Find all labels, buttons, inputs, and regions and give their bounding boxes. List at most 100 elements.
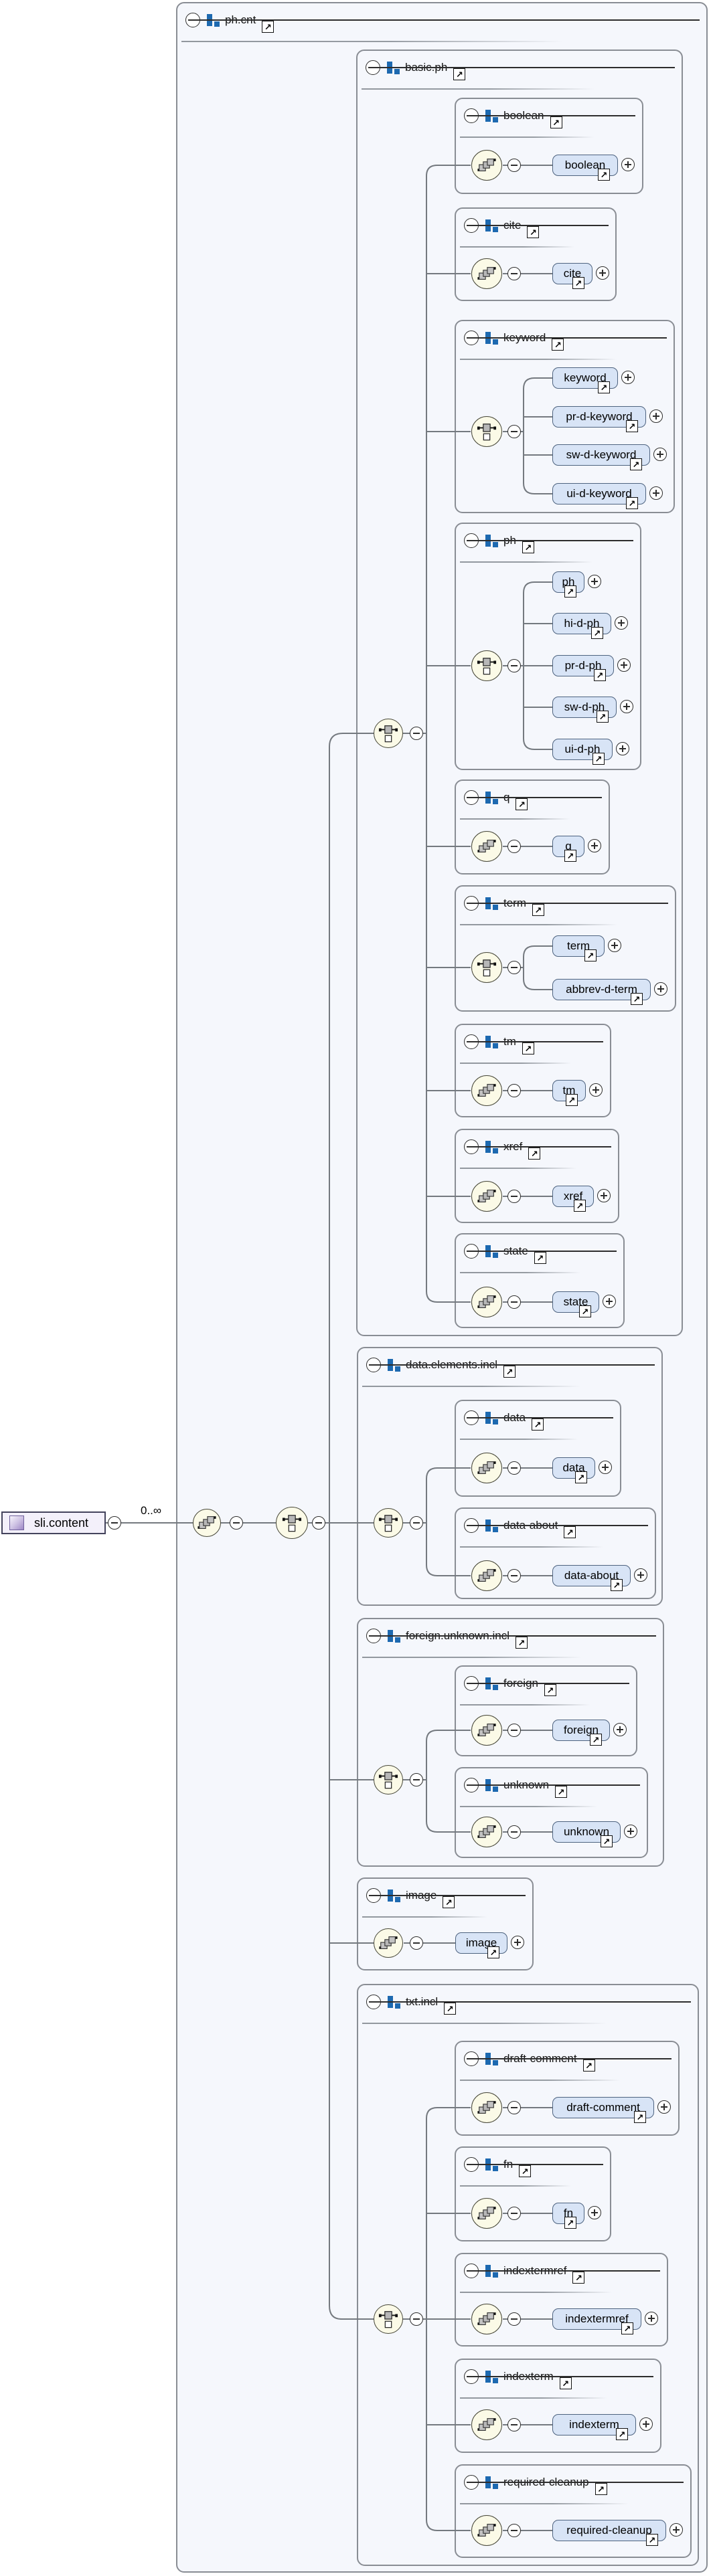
goto-definition-icon[interactable]: ↗ [621, 2322, 633, 2334]
goto-definition-icon[interactable]: ↗ [555, 1786, 568, 1798]
expand-toggle-icon[interactable] [620, 700, 633, 713]
collapse-toggle-icon[interactable] [464, 2051, 479, 2066]
expand-toggle-icon[interactable] [613, 1723, 627, 1736]
collapse-toggle-icon[interactable] [507, 659, 521, 672]
choice-compositor[interactable] [471, 416, 502, 447]
root-element-sli-content[interactable]: sli.content [1, 1511, 106, 1534]
expand-toggle-icon[interactable] [588, 2206, 601, 2219]
goto-definition-icon[interactable]: ↗ [532, 904, 544, 916]
goto-definition-icon[interactable]: ↗ [522, 1042, 534, 1054]
collapse-toggle-icon[interactable] [464, 1676, 479, 1691]
choice-compositor[interactable] [471, 952, 502, 983]
collapse-toggle-icon[interactable] [366, 1888, 381, 1903]
expand-toggle-icon[interactable] [654, 982, 667, 996]
goto-definition-icon[interactable]: ↗ [519, 2165, 532, 2177]
goto-definition-icon[interactable]: ↗ [444, 2003, 457, 2015]
sequence-compositor[interactable] [471, 150, 502, 181]
goto-definition-icon[interactable]: ↗ [532, 1418, 544, 1431]
sequence-compositor[interactable] [471, 1453, 502, 1483]
collapse-toggle-icon[interactable] [507, 1825, 521, 1839]
goto-definition-icon[interactable]: ↗ [566, 1094, 578, 1106]
goto-definition-icon[interactable]: ↗ [594, 669, 606, 681]
collapse-toggle-icon[interactable] [507, 2524, 521, 2537]
expand-toggle-icon[interactable] [645, 2312, 658, 2325]
goto-definition-icon[interactable]: ↗ [579, 1305, 591, 1317]
expand-toggle-icon[interactable] [596, 266, 609, 280]
element-box-xref[interactable]: xref [552, 1186, 594, 1207]
goto-definition-icon[interactable]: ↗ [591, 627, 603, 639]
goto-definition-icon[interactable]: ↗ [534, 1252, 546, 1264]
element-box-unknown[interactable]: unknown [552, 1821, 621, 1843]
goto-definition-icon[interactable]: ↗ [564, 2217, 576, 2229]
collapse-toggle-icon[interactable] [185, 13, 200, 27]
sequence-compositor[interactable] [471, 1715, 502, 1746]
collapse-toggle-icon[interactable] [464, 1139, 479, 1154]
goto-definition-icon[interactable]: ↗ [552, 339, 564, 351]
expand-toggle-icon[interactable] [649, 409, 663, 423]
goto-definition-icon[interactable]: ↗ [564, 1526, 576, 1538]
sequence-compositor[interactable] [471, 2092, 502, 2123]
sequence-compositor[interactable] [471, 1560, 502, 1591]
collapse-toggle-icon[interactable] [464, 2264, 479, 2278]
collapse-toggle-icon[interactable] [366, 1995, 381, 2009]
sequence-compositor[interactable] [471, 1817, 502, 1847]
collapse-toggle-icon[interactable] [507, 2101, 521, 2114]
expand-toggle-icon[interactable] [608, 939, 621, 952]
expand-toggle-icon[interactable] [617, 658, 631, 672]
goto-definition-icon[interactable]: ↗ [487, 1946, 499, 1958]
goto-definition-icon[interactable]: ↗ [598, 169, 610, 181]
expand-toggle-icon[interactable] [669, 2523, 683, 2537]
collapse-toggle-icon[interactable] [507, 1084, 521, 1097]
goto-definition-icon[interactable]: ↗ [527, 226, 540, 238]
choice-compositor[interactable] [471, 650, 502, 681]
expand-toggle-icon[interactable] [616, 742, 629, 755]
element-box-data[interactable]: data [552, 1457, 595, 1479]
goto-definition-icon[interactable]: ↗ [597, 711, 609, 723]
choice-compositor[interactable] [276, 1507, 308, 1539]
goto-definition-icon[interactable]: ↗ [634, 2111, 646, 2123]
goto-definition-icon[interactable]: ↗ [262, 21, 274, 33]
collapse-toggle-icon[interactable] [507, 1295, 521, 1309]
collapse-toggle-icon[interactable] [507, 159, 521, 172]
collapse-toggle-icon[interactable] [464, 2157, 479, 2172]
collapse-toggle-icon[interactable] [464, 1778, 479, 1792]
element-box-term[interactable]: term [552, 935, 605, 957]
choice-compositor[interactable] [374, 719, 403, 748]
collapse-toggle-icon[interactable] [410, 1773, 423, 1786]
goto-definition-icon[interactable]: ↗ [630, 458, 642, 470]
goto-definition-icon[interactable]: ↗ [550, 116, 562, 128]
expand-toggle-icon[interactable] [657, 2100, 671, 2114]
collapse-toggle-icon[interactable] [230, 1516, 243, 1530]
goto-definition-icon[interactable]: ↗ [564, 850, 576, 862]
goto-definition-icon[interactable]: ↗ [522, 541, 534, 553]
collapse-toggle-icon[interactable] [507, 2207, 521, 2220]
choice-compositor[interactable] [374, 1508, 403, 1538]
goto-definition-icon[interactable]: ↗ [611, 1579, 623, 1591]
sequence-compositor[interactable] [471, 1287, 502, 1317]
sequence-compositor[interactable] [193, 1509, 221, 1537]
collapse-toggle-icon[interactable] [410, 1516, 423, 1530]
element-box-state[interactable]: state [552, 1291, 599, 1313]
sequence-compositor[interactable] [471, 1075, 502, 1106]
sequence-compositor[interactable] [471, 2409, 502, 2440]
collapse-toggle-icon[interactable] [464, 2475, 479, 2490]
expand-toggle-icon[interactable] [588, 839, 601, 852]
expand-toggle-icon[interactable] [615, 616, 628, 630]
goto-definition-icon[interactable]: ↗ [616, 2428, 628, 2440]
collapse-toggle-icon[interactable] [366, 1629, 381, 1643]
collapse-toggle-icon[interactable] [507, 2418, 521, 2431]
goto-definition-icon[interactable]: ↗ [590, 1734, 602, 1746]
expand-toggle-icon[interactable] [603, 1295, 616, 1308]
sequence-compositor[interactable] [374, 1928, 403, 1958]
collapse-toggle-icon[interactable] [507, 1461, 521, 1475]
sequence-compositor[interactable] [471, 2198, 502, 2229]
collapse-toggle-icon[interactable] [464, 1034, 479, 1049]
goto-definition-icon[interactable]: ↗ [503, 1366, 516, 1378]
goto-definition-icon[interactable]: ↗ [528, 1147, 541, 1160]
goto-definition-icon[interactable]: ↗ [626, 497, 638, 509]
expand-toggle-icon[interactable] [649, 486, 663, 500]
goto-definition-icon[interactable]: ↗ [595, 2483, 607, 2495]
sequence-compositor[interactable] [471, 258, 502, 289]
choice-compositor[interactable] [374, 1765, 403, 1795]
goto-definition-icon[interactable]: ↗ [443, 1896, 455, 1908]
